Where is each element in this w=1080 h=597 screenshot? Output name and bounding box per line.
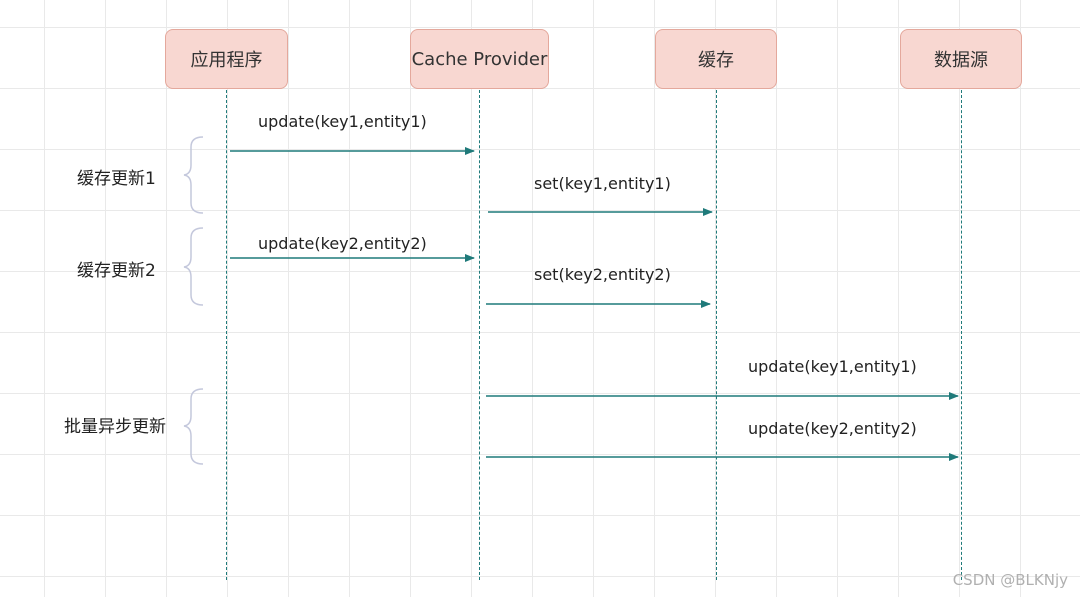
- lifeline-datasource: [961, 90, 962, 580]
- message-label-set-key1: set(key1,entity1): [534, 174, 671, 193]
- brace-group-3: [183, 388, 204, 465]
- message-label-update-key2: update(key2,entity2): [258, 234, 427, 253]
- brace-group-1: [183, 136, 204, 214]
- message-label-update-key1-datasource: update(key1,entity1): [748, 357, 917, 376]
- lifeline-cache: [716, 90, 717, 580]
- watermark: CSDN @BLKNjy: [952, 571, 1068, 589]
- brace-group-2: [183, 227, 204, 306]
- message-label-set-key2: set(key2,entity2): [534, 265, 671, 284]
- group-label-cache-update-2: 缓存更新2: [77, 261, 156, 281]
- lifeline-cache-provider: [479, 90, 480, 580]
- participant-app: 应用程序: [165, 29, 288, 89]
- message-label-update-key1: update(key1,entity1): [258, 112, 427, 131]
- participant-cache-provider: Cache Provider: [410, 29, 549, 89]
- participant-cache: 缓存: [655, 29, 777, 89]
- participant-datasource: 数据源: [900, 29, 1022, 89]
- message-label-update-key2-datasource: update(key2,entity2): [748, 419, 917, 438]
- lifeline-app: [226, 90, 227, 580]
- group-label-cache-update-1: 缓存更新1: [77, 169, 156, 189]
- group-label-batch-async-update: 批量异步更新: [64, 417, 166, 437]
